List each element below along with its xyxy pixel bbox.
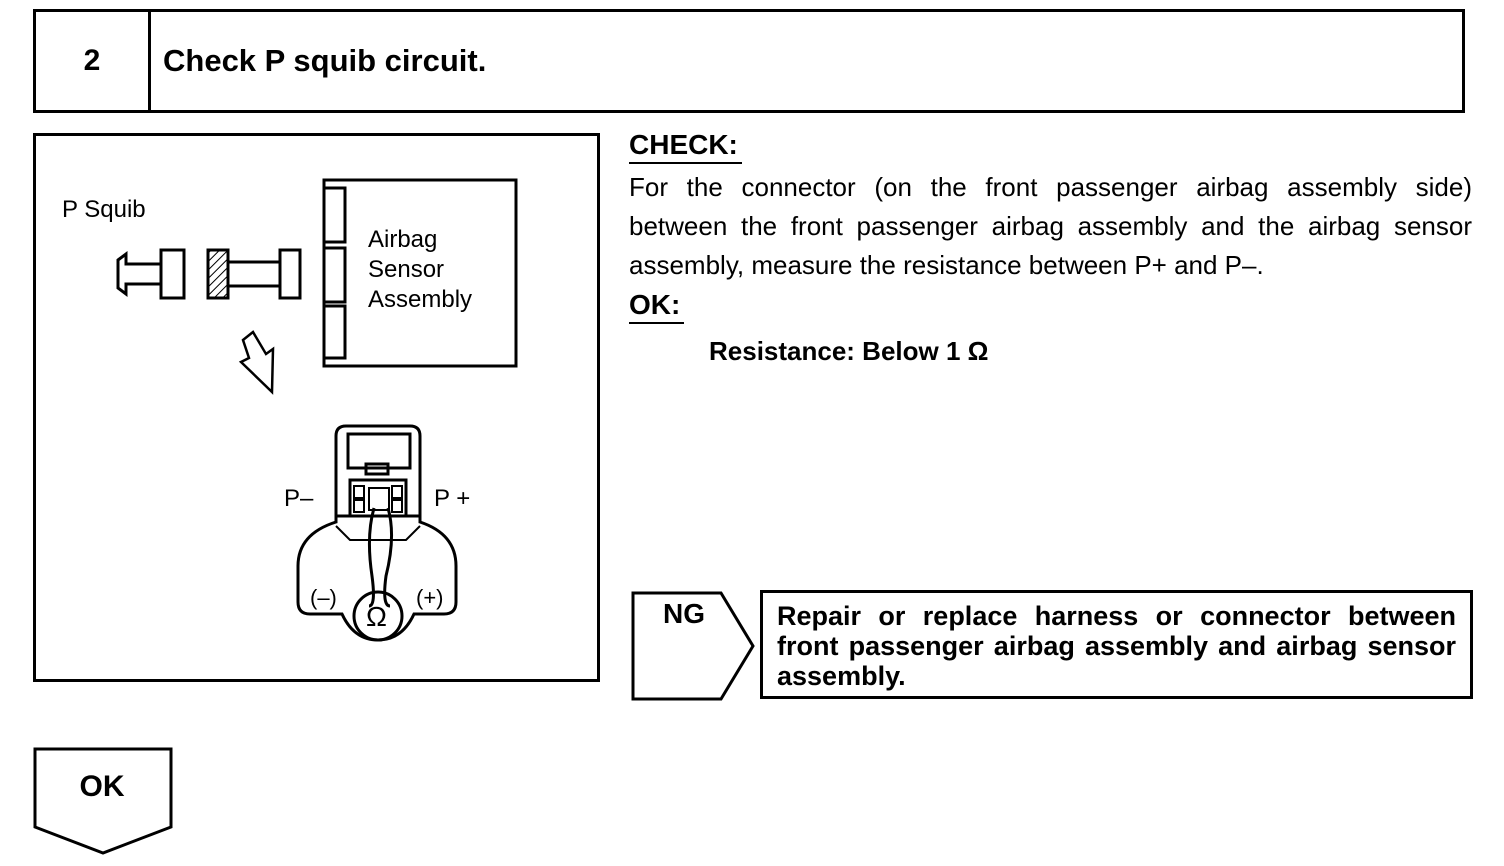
probe-wire-right bbox=[383, 507, 394, 608]
step-title: Check P squib circuit. bbox=[163, 43, 487, 78]
squib-connector-body bbox=[159, 248, 186, 300]
p-squib-label: P Squib bbox=[62, 196, 146, 223]
hatched-connector bbox=[206, 248, 230, 300]
sensor-label-line2: Sensor bbox=[368, 256, 445, 283]
check-section: CHECK: For the connector (on the front p… bbox=[629, 128, 1472, 368]
ng-label: NG bbox=[663, 598, 705, 629]
sensor-label-line3: Assembly bbox=[368, 286, 473, 313]
ng-action-box: Repair or replace harness or connector b… bbox=[760, 590, 1473, 699]
connector-face bbox=[334, 424, 422, 518]
meter-plus-label: (+) bbox=[416, 585, 444, 610]
ok-heading: OK: bbox=[629, 288, 685, 324]
ok-branch-label: OK bbox=[79, 770, 125, 803]
down-arrow-icon bbox=[238, 330, 275, 395]
connector-diagram: P Squib Airbag Sensor Assembly P– P + (–… bbox=[33, 133, 600, 682]
mating-connector-flange bbox=[278, 248, 302, 300]
ok-arrow-shape bbox=[33, 747, 173, 855]
sensor-terminal-1 bbox=[322, 186, 347, 244]
ohm-icon: Ω bbox=[366, 601, 387, 632]
squib-plug-tip bbox=[116, 251, 163, 297]
sensor-terminal-2 bbox=[322, 246, 347, 304]
check-instructions: For the connector (on the front passenge… bbox=[629, 172, 1472, 280]
meter-minus-label: (–) bbox=[310, 585, 337, 610]
mating-connector-shaft bbox=[226, 260, 282, 288]
ohmmeter-dial bbox=[352, 590, 404, 642]
connector-illustration bbox=[116, 178, 518, 642]
ok-spec: Resistance: Below 1 Ω bbox=[709, 336, 989, 366]
step-header: 2 Check P squib circuit. bbox=[33, 9, 1465, 113]
probe-wire-left bbox=[367, 507, 376, 608]
sensor-label-line1: Airbag bbox=[368, 226, 438, 253]
check-heading: CHECK: bbox=[629, 128, 742, 164]
sensor-terminal-3 bbox=[322, 304, 347, 360]
step-number: 2 bbox=[36, 12, 151, 110]
p-minus-label: P– bbox=[284, 485, 314, 512]
ng-arrow-shape bbox=[631, 591, 755, 701]
p-plus-label: P + bbox=[434, 485, 471, 512]
